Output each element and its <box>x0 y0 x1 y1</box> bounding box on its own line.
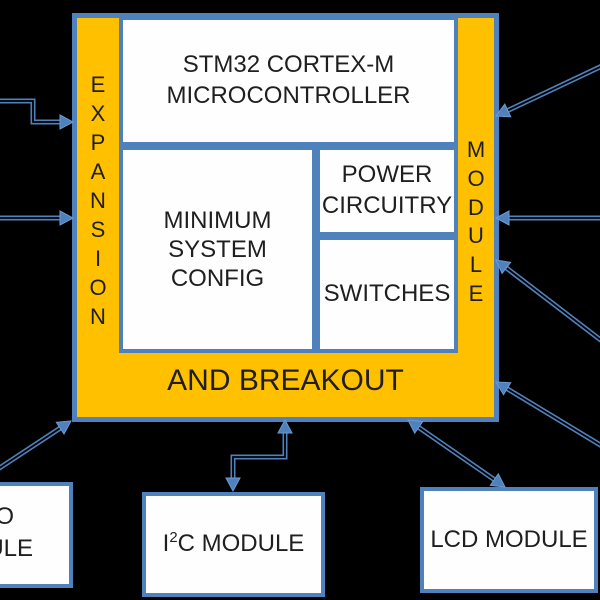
i2c-label-sup: 2 <box>169 530 178 547</box>
vertical-letter: O <box>89 275 107 300</box>
vertical-letter: E <box>468 280 484 306</box>
partial-module-box: O ULE <box>0 482 73 588</box>
vertical-letter: N <box>90 304 106 329</box>
mcu-block: STM32 CORTEX-M MICROCONTROLLER <box>119 16 458 146</box>
conn-right-mid-in <box>494 210 600 226</box>
conn-left-mid-in <box>0 210 75 226</box>
vertical-letter: U <box>468 223 484 249</box>
switches-label: SWITCHES <box>323 280 451 308</box>
vertical-letter: A <box>90 159 106 184</box>
min-system-config-block: MINIMUM SYSTEM CONFIG <box>119 146 316 353</box>
vertical-letter: N <box>90 188 106 213</box>
i2c-module-label: I2C MODULE <box>163 529 305 560</box>
mcu-label-line2: MICROCONTROLLER <box>166 82 411 109</box>
vertical-letter: X <box>90 101 106 126</box>
conn-i2c-board-elbow <box>225 418 293 493</box>
i2c-module-box: I2C MODULE <box>142 492 325 597</box>
vertical-letter: P <box>90 130 106 155</box>
conn-lcd-board-diagonal <box>407 419 506 488</box>
lcd-module-box: LCD MODULE <box>420 487 598 593</box>
vertical-letter: I <box>94 246 102 271</box>
arrowhead <box>225 477 241 493</box>
power-label-line1: POWER <box>341 161 433 189</box>
power-label-line2: CIRCUITRY <box>321 192 453 219</box>
mcu-label-line1: STM32 CORTEX-M <box>182 51 395 79</box>
vertical-letter: L <box>469 252 483 278</box>
partial-module-label-line1: O <box>0 503 14 530</box>
vertical-letter: S <box>90 217 106 242</box>
partial-module-label-line2: ULE <box>0 535 33 562</box>
conn-bottom-left-module <box>0 420 72 471</box>
switches-block: SWITCHES <box>316 236 458 353</box>
vertical-letter: M <box>466 137 486 162</box>
arrowhead <box>489 472 506 488</box>
conn-left-elbow-in <box>0 98 75 130</box>
lcd-module-label: LCD MODULE <box>430 525 588 553</box>
conn-right-top-in <box>495 64 600 118</box>
minsys-label-line3: CONFIG <box>170 265 265 293</box>
vertical-letter: D <box>468 194 484 220</box>
i2c-label-rest: C MODULE <box>177 530 305 558</box>
vertical-letter: O <box>467 165 485 191</box>
conn-right-lower-in <box>495 259 600 343</box>
i2c-label-prefix: I <box>162 530 170 558</box>
arrowhead <box>55 420 72 435</box>
power-circuitry-block: POWER CIRCUITRY <box>316 146 458 236</box>
minsys-label-line2: SYSTEM <box>168 235 267 263</box>
minsys-label-line1: MINIMUM <box>163 206 272 234</box>
vertical-letter: E <box>90 72 106 97</box>
conn-right-bottom-in <box>495 381 600 448</box>
board-bottom-label: AND BREAKOUT <box>167 364 404 397</box>
